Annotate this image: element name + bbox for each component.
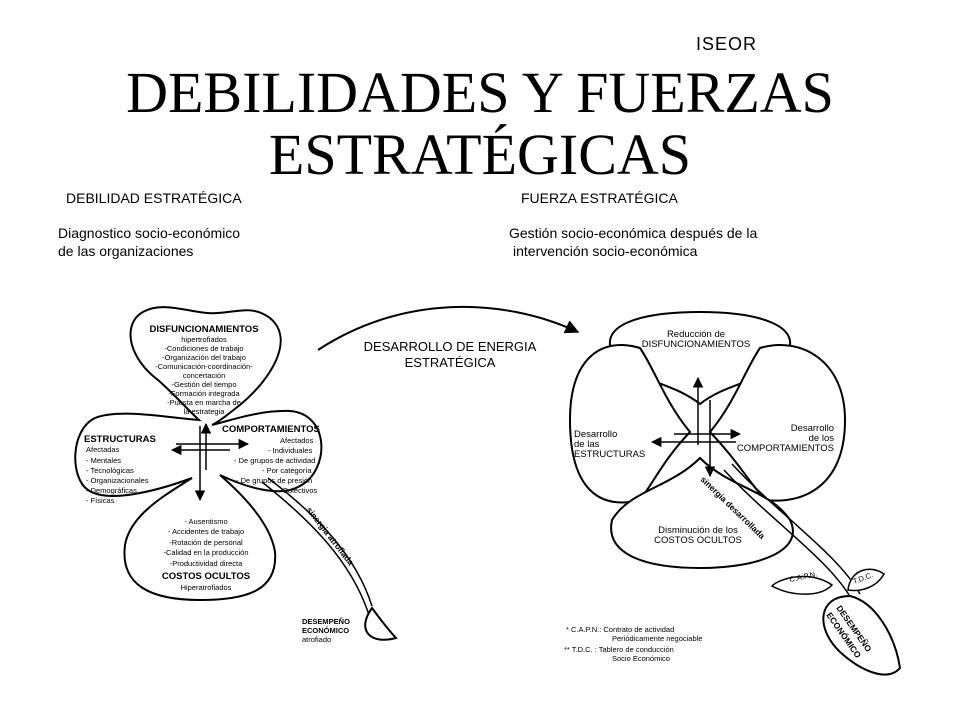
left-left-line: - Demográficas [86,486,137,495]
left-leaf [364,606,398,641]
left-top-petal-title: DISFUNCIONAMIENTOS [149,324,258,335]
right-subtitle-line-2: intervención socio-económica [513,243,698,259]
left-leaf-label-line: ECONÓMICO [302,626,349,635]
right-right-line: Desarrollo [791,423,834,434]
right-right-line: COMPORTAMIENTOS [737,443,834,454]
left-left-line: - Físicas [86,496,115,505]
left-subtitle-line-1: Diagnostico socio-económico [58,225,241,241]
right-leaf-big [822,594,902,676]
title-line-2: ESTRATÉGICAS [268,122,692,187]
left-stem [261,477,398,641]
left-top-line: hipertrofiados [181,335,227,344]
left-top-line: -Puesta en marcha de [167,398,241,407]
left-leaf-label-line: DESEMPEÑO [302,617,350,626]
left-right-line: - Colectivos [278,486,317,495]
left-right-line: - De grupos de presión [236,476,312,485]
left-heading: DEBILIDAD ESTRATÉGICA [66,190,242,206]
right-bottom-line: Disminución de los [658,525,738,536]
right-leaf-small-2 [847,568,885,592]
left-left-line: - Tecnológicas [86,466,134,475]
left-bottom-petal-title: COSTOS OCULTOS [162,571,250,582]
right-bottom-line: COSTOS OCULTOS [654,535,742,546]
right-left-petal-text: Desarrollo de las ESTRUCTURAS [574,429,645,460]
right-bottom-petal-text: Disminución de los COSTOS OCULTOS [654,525,742,546]
right-right-petal-text: Desarrollo de los COMPORTAMIENTOS [737,423,834,454]
left-left-line: - Organizacionales [86,476,149,485]
left-right-line: Afectados [280,436,314,445]
right-left-line: de las [574,439,600,450]
left-top-line: -Gestión del tiempo [171,380,236,389]
left-top-line: concertación [183,371,226,380]
left-left-petal-title: ESTRUCTURAS [84,434,156,445]
left-top-line: -Condiciones de trabajo [164,344,243,353]
left-top-petal-text: DISFUNCIONAMIENTOS hipertrofiados -Condi… [149,324,258,416]
left-stem-label: sinergia atrofiada [304,505,356,567]
footnote-line: Periódicamente negociable [612,634,702,643]
left-bottom-line: -Productividad directa [170,559,243,568]
left-cross [170,422,250,502]
page-title: DEBILIDADES Y FUERZAS ESTRATÉGICAS [0,62,960,186]
right-subtitle-line-1: Gestión socio-económica después de la [509,225,758,241]
right-leaf-small [770,575,834,595]
footnote-line: ** T.D.C. : Tablero de conducción [564,645,674,654]
right-right-line: de los [809,433,835,444]
left-right-petal-title: COMPORTAMIENTOS [222,424,320,435]
left-top-line: -Organización del trabajo [162,353,246,362]
left-left-line: - Mentales [86,456,121,465]
right-cross [650,376,742,478]
right-top-line: DISFUNCIONAMIENTOS [642,339,751,350]
left-right-line: - Individuales [268,446,312,455]
title-line-1: DEBILIDADES Y FUERZAS [126,60,834,125]
left-top-line: -Comunicación-coordinación- [155,362,253,371]
left-right-petal-text: COMPORTAMIENTOS Afectados - Individuales… [222,424,320,495]
left-leaf-label: DESEMPEÑO ECONÓMICO atrofiado [302,617,350,644]
right-top-line: Reducción de [667,329,725,340]
left-bottom-line: -Calidad en la producción [163,548,248,557]
right-subtitle: Gestión socio-económica después de la in… [509,224,757,260]
left-subtitle-line-2: de las organizaciones [58,243,194,259]
left-bottom-caption: Hiperatrofiados [181,583,232,592]
right-heading: FUERZA ESTRATÉGICA [521,190,678,206]
left-right-line: - De grupos de actividad [234,456,315,465]
left-right-line: - Por categoría [262,466,312,475]
energy-label-line-2: ESTRATÉGICA [405,355,496,370]
right-stem [723,463,902,676]
left-clover [74,306,323,602]
left-bottom-line: - Ausentismo [184,517,227,526]
org-label: ISEOR [696,34,758,54]
left-top-line: la estrategia [184,407,226,416]
right-left-petal [568,344,692,504]
left-leaf-label-line: atrofiado [302,635,331,644]
left-left-petal-text: ESTRUCTURAS Afectadas - Mentales - Tecno… [84,434,156,505]
energy-label-line-1: DESARROLLO DE ENERGIA [364,339,537,354]
right-left-line: ESTRUCTURAS [574,449,645,460]
footnote-line: * C.A.P.N.: Contrato de actividad [566,625,674,634]
footnote-line: Socio Económico [612,654,670,663]
left-left-line: Afectadas [86,445,120,454]
left-bottom-petal-text: - Ausentismo - Accidentes de trabajo -Ro… [162,517,250,592]
right-top-petal-text: Reducción de DISFUNCIONAMIENTOS [642,329,751,350]
left-top-line: -Formación integrada [168,389,240,398]
energy-arc-arrow [317,305,580,351]
right-left-line: Desarrollo [574,429,617,440]
left-subtitle: Diagnostico socio-económico de las organ… [58,224,240,260]
left-bottom-line: -Rotación de personal [169,538,243,547]
left-bottom-line: - Accidentes de trabajo [168,527,244,536]
left-clover-outline [74,306,323,602]
right-footnote: * C.A.P.N.: Contrato de actividad Periód… [564,625,702,663]
